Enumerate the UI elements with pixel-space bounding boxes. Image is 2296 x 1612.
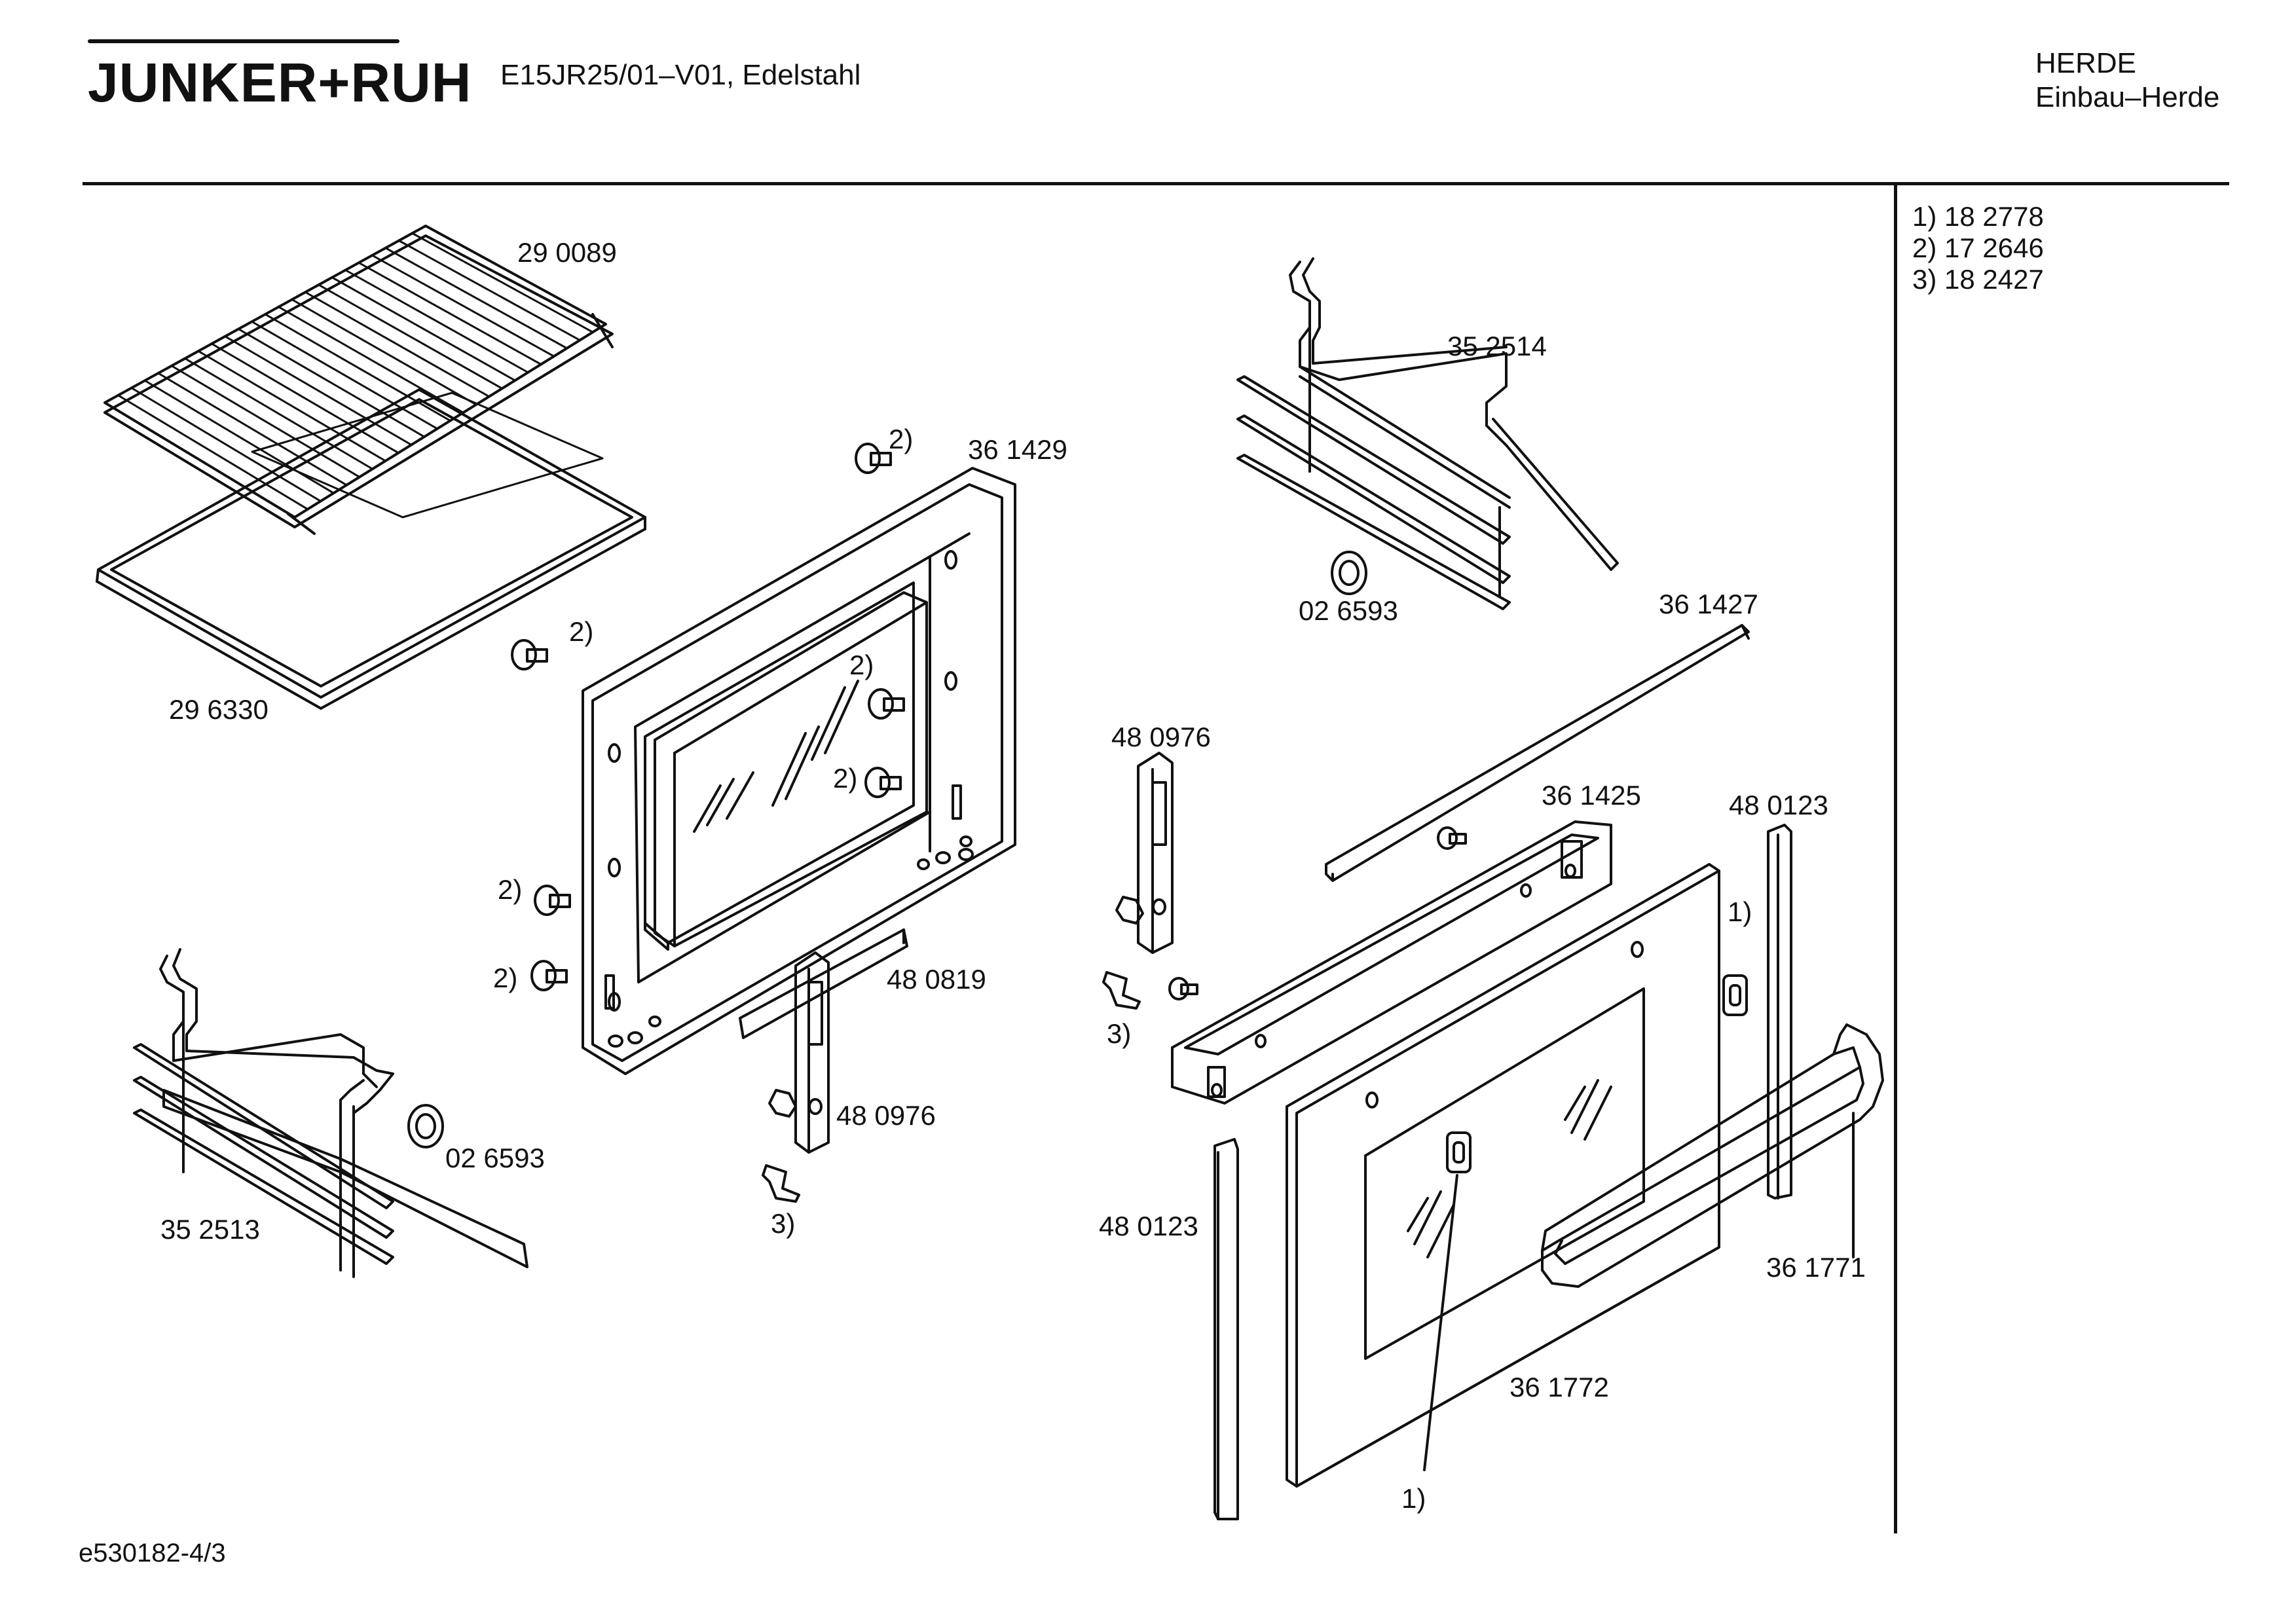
model-line: E15JR25/01–V01, Edelstahl: [500, 59, 861, 91]
rail-left-part: [133, 948, 528, 1278]
rack-wire: [197, 350, 387, 462]
rack-wire: [224, 335, 413, 446]
rack-wire: [344, 269, 529, 374]
screw-parts: [511, 443, 1467, 1000]
part-label-rail-right: 35 2514: [1447, 331, 1547, 361]
knob-right-part: [1331, 551, 1367, 595]
rack-wire: [210, 342, 399, 454]
legend-key: 3): [1912, 264, 1937, 295]
strip-center-part: [739, 928, 908, 1039]
rack-wire: [264, 313, 451, 422]
legend-key: 2): [1912, 232, 1937, 263]
rack-wire: [331, 276, 516, 382]
legend-part: 18 2427: [1944, 264, 2044, 295]
part-label-clip-door-lower: 1): [1401, 1483, 1426, 1514]
rail-right-part: [1236, 257, 1619, 610]
hinge-upper-part: [1115, 752, 1174, 954]
rack-wire: [398, 240, 581, 342]
part-label-screw-left-upper: 2): [498, 874, 523, 905]
legend-part: 18 2778: [1944, 201, 2044, 232]
part-label-hinge-lower: 48 0976: [836, 1100, 936, 1131]
legend-key: 1): [1912, 201, 1937, 232]
door-profile-part: [1171, 820, 1612, 1105]
part-label-screw-inner-upper: 2): [849, 650, 874, 680]
legend-item: 3) 18 2427: [1912, 266, 2044, 293]
strip-top-part: [1325, 624, 1750, 882]
hinge-lower-part: [768, 951, 830, 1154]
part-label-seal-right: 48 0123: [1729, 790, 1828, 820]
header-divider: [83, 182, 2229, 185]
rack-wire: [184, 357, 374, 470]
part-label-strip-center: 48 0819: [887, 964, 986, 995]
part-label-handle: 36 1771: [1766, 1252, 1866, 1283]
rack-wire: [411, 232, 594, 333]
category-line-1: HERDE: [2035, 47, 2137, 79]
rack-wire: [371, 254, 555, 357]
rack-wire: [157, 372, 348, 486]
brand-rule: [88, 39, 399, 43]
baking-tray-part: [96, 388, 646, 710]
part-label-tray: 29 6330: [169, 694, 268, 725]
legend-item: 1) 18 2778: [1912, 203, 2044, 230]
rack-wire: [291, 299, 477, 406]
part-label-screw-top: 2): [889, 424, 914, 454]
rack-wire: [170, 365, 361, 479]
rack-wire: [130, 387, 322, 502]
oven-rack-part: [103, 225, 614, 535]
knob-left-part: [407, 1104, 444, 1148]
part-label-knob-right: 02 6593: [1299, 595, 1398, 626]
part-label-rail-left: 35 2513: [160, 1214, 260, 1245]
rack-wire: [117, 394, 309, 511]
door-frame-part: [582, 467, 1016, 1075]
part-label-screw-mid-left: 2): [569, 616, 594, 647]
rack-wire: [277, 306, 464, 414]
part-label-screw-left-lower: 2): [493, 962, 518, 993]
part-label-strip-top: 36 1427: [1659, 589, 1758, 619]
part-label-screw-inner-lower: 2): [833, 763, 858, 794]
door-glass-part: [1286, 863, 1748, 1488]
rack-wire: [384, 247, 568, 350]
part-label-clip-door-right: 1): [1728, 896, 1752, 927]
clip-parts: [762, 971, 1141, 1203]
rack-wire: [237, 328, 426, 438]
rack-wire: [251, 320, 439, 430]
legend-part: 17 2646: [1944, 232, 2044, 263]
rack-wire: [304, 291, 491, 398]
part-label-clip-upper: 3): [1107, 1018, 1132, 1049]
part-label-door-profile: 36 1425: [1542, 780, 1641, 811]
legend-divider: [1894, 183, 1897, 1533]
drawing-id: e530182-4/3: [79, 1539, 226, 1567]
part-label-rack: 29 0089: [517, 237, 617, 268]
part-label-hinge-upper: 48 0976: [1111, 722, 1211, 752]
category-line-2: Einbau–Herde: [2035, 81, 2220, 113]
part-label-clip-bottom: 3): [771, 1208, 796, 1239]
brand-logo: JUNKER+RUH: [88, 39, 471, 111]
brand-name: JUNKER+RUH: [88, 52, 472, 113]
seal-left-part: [1213, 1138, 1239, 1520]
part-label-seal-left: 48 0123: [1099, 1211, 1198, 1241]
legend-item: 2) 17 2646: [1912, 234, 2044, 262]
seal-right-part: [1767, 824, 1792, 1200]
rack-wire: [358, 261, 542, 365]
handle-part: [1541, 1023, 1884, 1288]
part-label-door-frame: 36 1429: [968, 434, 1067, 465]
part-label-door-glass: 36 1772: [1509, 1372, 1609, 1402]
part-label-knob-left: 02 6593: [445, 1143, 545, 1173]
rack-wire: [318, 284, 504, 390]
